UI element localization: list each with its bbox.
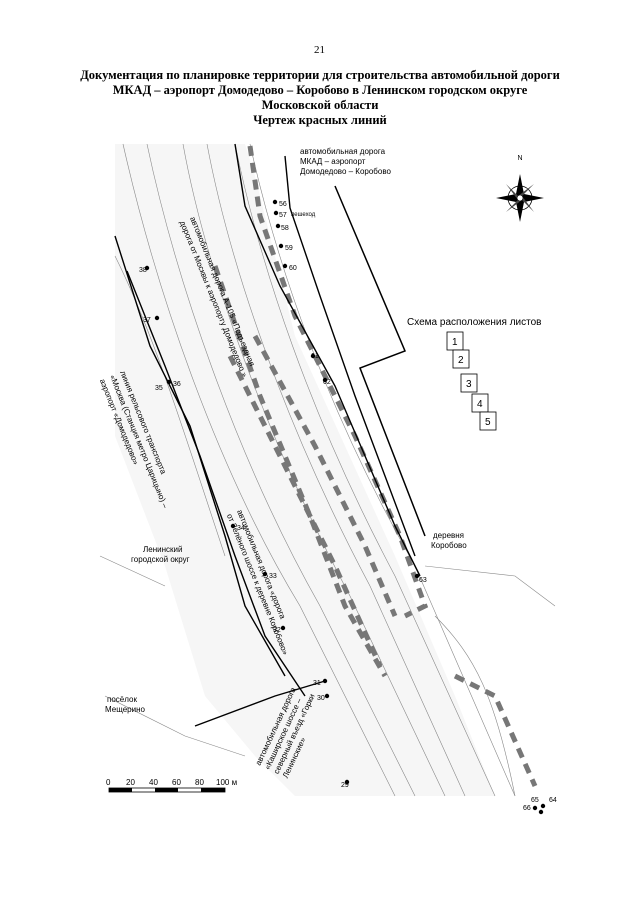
point-35: 35: [155, 385, 163, 392]
village-label-1: деревня: [433, 531, 464, 540]
red-line-dashes: [212, 145, 538, 788]
village-label-2: Коробово: [431, 541, 467, 550]
title-line-2: МКАД – аэропорт Домодедово – Коробово в …: [112, 83, 528, 97]
point-56: 56: [279, 201, 287, 208]
title-line-3: Московской области: [261, 98, 379, 112]
road-top-label-1: автомобильная дорога: [300, 147, 386, 156]
point-32: 32: [273, 627, 281, 634]
scale-0: 0: [106, 778, 111, 787]
point-59: 59: [285, 245, 293, 252]
point-63: 63: [419, 577, 427, 584]
sheet-4: 4: [477, 399, 483, 410]
point-66: 66: [523, 805, 531, 812]
sheet-2: 2: [458, 355, 464, 366]
kashira-road-label: автомобильная дорога «Каширское шоссе – …: [254, 685, 317, 779]
compass-rose-icon: [496, 174, 544, 222]
settlement-label-1: посёлок: [107, 695, 137, 704]
point-60: 60: [289, 265, 297, 272]
sheet-3: 3: [466, 379, 472, 390]
settlement-label-2: Мещерино: [105, 705, 145, 714]
scale-60: 60: [172, 778, 181, 787]
point-58: 58: [281, 225, 289, 232]
scheme-title: Схема расположения листов: [407, 317, 541, 328]
scale-bar: [108, 787, 226, 793]
sheet-scheme: [446, 331, 497, 431]
compass-n: N: [517, 155, 522, 162]
peshehod-label: пешеход: [291, 212, 316, 218]
road-top-label-3: Домодедово – Коробово: [300, 167, 391, 176]
page-number: 21: [314, 44, 325, 56]
scale-80: 80: [195, 778, 204, 787]
scale-40: 40: [149, 778, 158, 787]
territory-area: [115, 144, 495, 796]
point-34: 34: [237, 525, 245, 532]
document-title: Документация по планировке территории дл…: [20, 68, 620, 128]
point-33: 33: [269, 573, 277, 580]
point-65: 65: [531, 797, 539, 804]
point-36: 36: [173, 381, 181, 388]
sheet-5: 5: [485, 417, 491, 428]
point-38: 38: [139, 267, 147, 274]
point-29: 29: [341, 782, 349, 789]
upper-frame-lines: [334, 185, 426, 537]
district-label-2: городской округ: [131, 555, 190, 564]
point-57: 57: [279, 212, 287, 219]
point-markers: [144, 199, 546, 815]
point-31: 31: [313, 680, 321, 687]
point-62: 62: [323, 379, 331, 386]
point-37: 37: [143, 317, 151, 324]
solid-lines: [114, 143, 421, 727]
sheet-1: 1: [452, 337, 458, 348]
scale-20: 20: [126, 778, 135, 787]
red-lines-map: N автомобильная дорога МКАД – аэропорт Д…: [98, 143, 557, 815]
title-line-1: Документация по планировке территории дл…: [80, 68, 560, 82]
road-top-label-2: МКАД – аэропорт: [300, 157, 366, 166]
point-64: 64: [549, 797, 557, 804]
point-61: 61: [311, 353, 319, 360]
title-line-4: Чертеж красных линий: [253, 113, 387, 127]
point-30: 30: [317, 695, 325, 702]
district-label-1: Ленинский: [143, 545, 182, 554]
scale-100: 100 м: [216, 778, 237, 787]
